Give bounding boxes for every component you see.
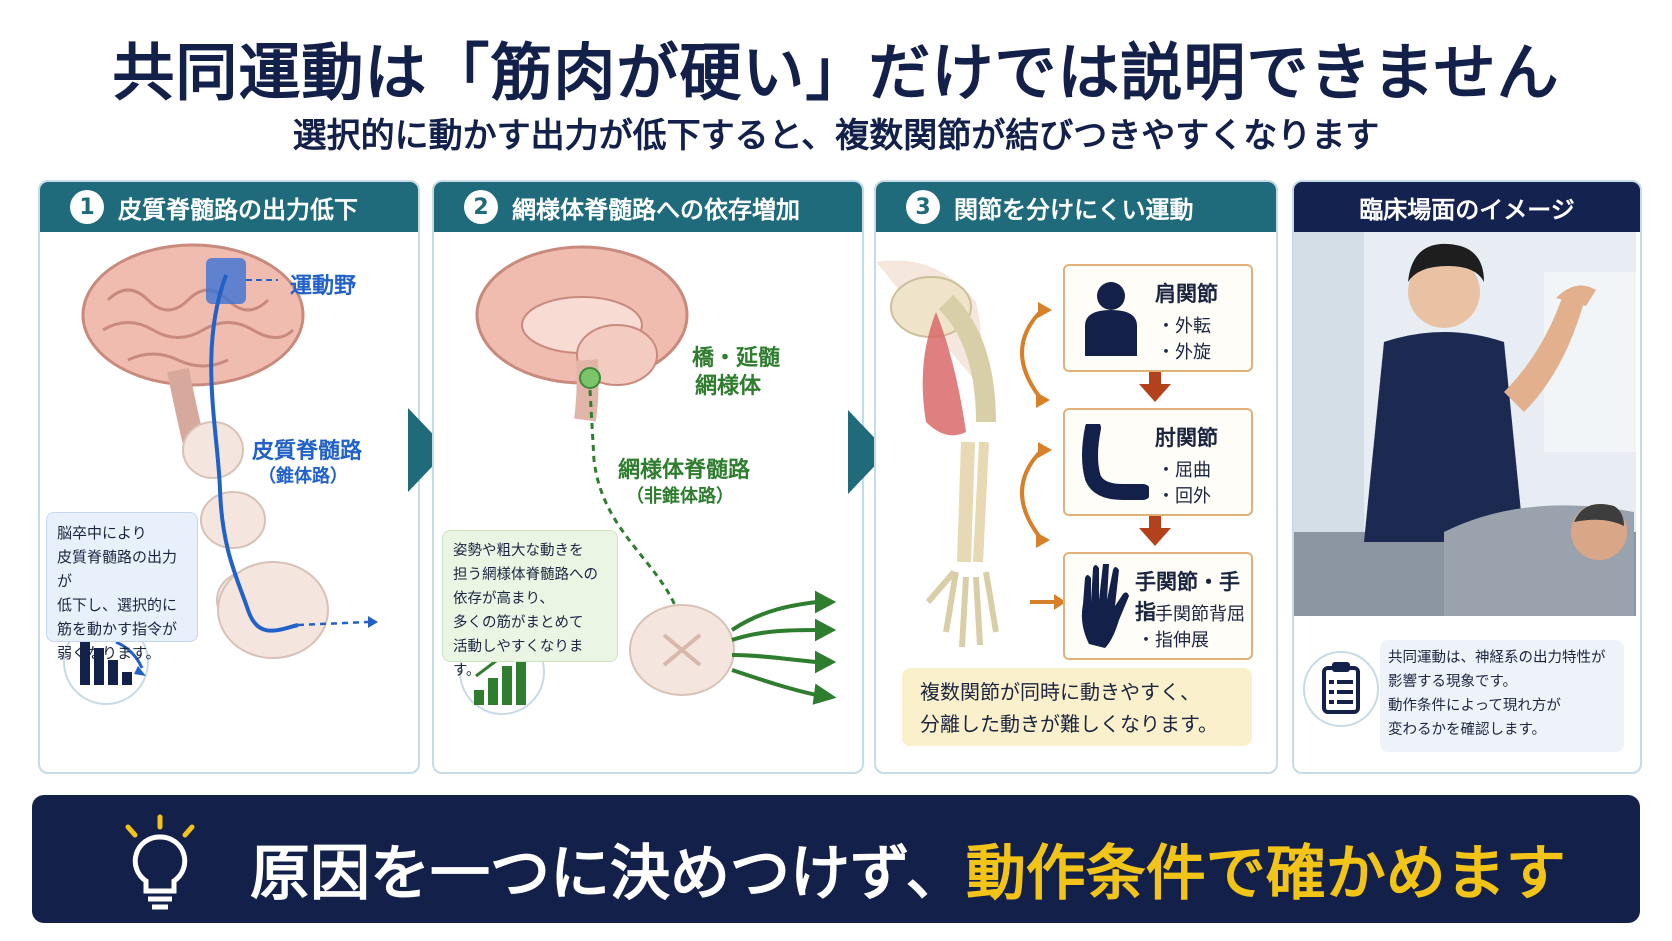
corticospinal-path — [209, 274, 299, 633]
panel-1-header: 1 皮質脊髄路の出力低下 — [40, 182, 418, 232]
panel-3-number: 3 — [906, 190, 940, 224]
hand-icon — [1081, 564, 1129, 648]
joint-box-elbow: 肘関節 ・屈曲 ・回外 — [1063, 408, 1253, 516]
down-arrow-2 — [1139, 516, 1171, 546]
reticulospinal-sublabel: （非錐体路） — [626, 486, 734, 507]
clipboard-icon — [1303, 651, 1379, 727]
joint-item: ・屈曲 — [1157, 460, 1211, 481]
bottom-banner: 原因を一つに決めつけず、動作条件で確かめます — [32, 795, 1640, 923]
panel-1-note: 脳卒中により 皮質脊髄路の出力が 低下し、選択的に 筋を動かす指令が 弱くなりま… — [46, 512, 198, 662]
spinal-segments-1 — [182, 421, 329, 659]
pons-label-1: 橋・延髄 — [692, 346, 781, 371]
reticulospinal-path — [588, 389, 681, 641]
joint-box-wrist: 手関節・手指 ・手関節背屈 ・指伸展 — [1063, 552, 1253, 660]
panel-3-title: 関節を分けにくい運動 — [954, 195, 1194, 224]
panel-2-note: 姿勢や粗大な動きを 担う網様体脊髄路への 依存が高まり、 多くの筋がまとめて 活… — [442, 530, 618, 679]
panel-1-illustration — [63, 243, 378, 705]
panel-2-title: 網様体脊髄路への依存増加 — [512, 195, 800, 224]
joint-item: ・手関節背屈 — [1137, 604, 1245, 625]
flow-arrow-1 — [408, 408, 448, 492]
output-arrows — [730, 590, 837, 705]
joint-item: ・外転 — [1157, 316, 1211, 337]
arm-icon — [1082, 424, 1149, 500]
corticospinal-label: 皮質脊髄路 — [252, 439, 363, 464]
joint-curve-arrows — [1020, 302, 1066, 610]
clinical-photo — [1294, 232, 1636, 616]
panel-2-number: 2 — [464, 190, 498, 224]
panel-2-header: 2 網様体脊髄路への依存増加 — [434, 182, 862, 232]
joint-item: ・回外 — [1157, 486, 1211, 507]
joint-item: ・指伸展 — [1137, 630, 1209, 651]
joint-title-wrist: 手関節・手指 — [1135, 570, 1240, 624]
down-arrow-1 — [1139, 372, 1171, 402]
spinal-cord-section-2 — [629, 604, 735, 696]
flow-arrow-2 — [848, 410, 888, 494]
panel-1-number: 1 — [70, 190, 104, 224]
reticulospinal-label: 網様体脊髄路 — [618, 458, 751, 483]
joint-item: ・外旋 — [1157, 342, 1211, 363]
person-icon — [1085, 282, 1137, 356]
page-title: 共同運動は「筋肉が硬い」だけでは説明できません — [112, 36, 1560, 109]
panel-1-title: 皮質脊髄路の出力低下 — [118, 195, 358, 224]
banner-text-highlight: 動作条件で確かめます — [965, 839, 1566, 909]
joint-box-shoulder: 肩関節 ・外転 ・外旋 — [1063, 264, 1253, 372]
banner-text-plain: 原因を一つに決めつけず、 — [250, 839, 966, 909]
lightbulb-icon — [125, 814, 195, 910]
brain-illustration-1 — [81, 243, 305, 463]
page-subtitle: 選択的に動かす出力が低下すると、複数関節が結びつきやすくなります — [292, 116, 1380, 156]
motor-area-label: 運動野 — [290, 274, 357, 299]
pons-label-2: 網様体 — [695, 374, 762, 399]
panel-4-header: 臨床場面のイメージ — [1294, 182, 1640, 232]
corticospinal-sublabel: （錐体路） — [258, 466, 348, 487]
panel-3-header: 3 関節を分けにくい運動 — [876, 182, 1276, 232]
banner-message: 原因を一つに決めつけず、動作条件で確かめます — [250, 825, 1566, 912]
panel-4-title: 臨床場面のイメージ — [1359, 195, 1575, 224]
brain-illustration-2 — [475, 245, 689, 422]
motor-area-highlight — [206, 258, 246, 304]
panel-4-note: 共同運動は、神経系の出力特性が 影響する現象です。 動作条件によって現れ方が 変… — [1380, 640, 1624, 752]
arm-illustration — [876, 260, 999, 648]
joint-title-elbow: 肘関節 — [1155, 426, 1218, 450]
reticular-formation-dot — [579, 367, 601, 389]
panel-3-note: 複数関節が同時に動きやすく、 分離した動きが難しくなります。 — [902, 668, 1252, 746]
joint-title-shoulder: 肩関節 — [1155, 282, 1218, 306]
